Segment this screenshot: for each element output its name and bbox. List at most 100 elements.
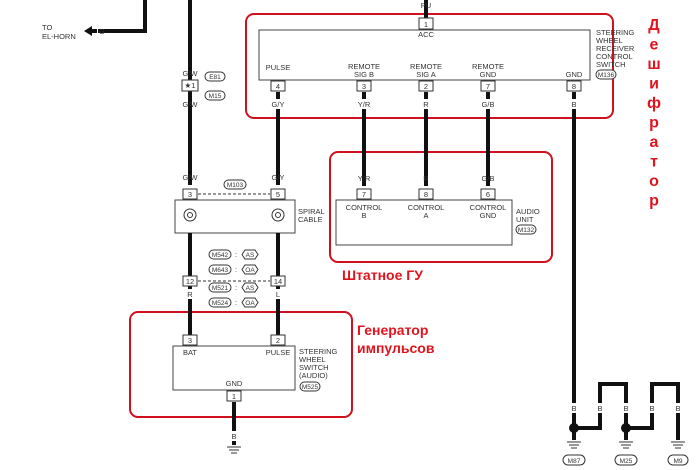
pin-number: 2	[424, 82, 428, 91]
pin-box	[566, 80, 582, 92]
steering-switch-name: STEERING	[299, 347, 338, 356]
horn-wire-color: G	[99, 27, 105, 36]
wire-color: Y/R	[358, 100, 371, 109]
variant-connector: M521	[212, 285, 229, 292]
receiver-pin-4: PULSE 4 G/Y G/Y	[266, 63, 291, 185]
ground-pill	[614, 454, 638, 466]
label-bg	[268, 99, 288, 109]
label-bg	[184, 289, 196, 299]
receiver-pin-label: REMOTE	[472, 62, 504, 71]
ground-icon	[227, 446, 241, 454]
audio-unit-box	[335, 199, 513, 246]
label-bg	[478, 99, 498, 109]
receiver-pin-label: REMOTE	[410, 62, 442, 71]
receiver-box	[258, 29, 591, 81]
receiver-name-line: CONTROL	[596, 52, 633, 61]
acc-pin: 1	[424, 20, 428, 29]
connector-m132: M132	[518, 227, 535, 234]
audio-pin-7: Y/R 7 CONTROL B	[346, 174, 383, 220]
spiral-pin-box	[270, 188, 286, 200]
receiver-pin-3: REMOTE SIG B 3 Y/R	[348, 62, 380, 186]
variant-colon: :	[235, 283, 237, 292]
wire-color-l: L	[276, 290, 280, 299]
wire-color: R	[423, 174, 429, 183]
spiral-pin-right: 5	[276, 190, 280, 199]
pin-box	[182, 334, 198, 346]
wire-color: R	[423, 100, 429, 109]
label-bg	[229, 431, 239, 441]
gnd-label: GND	[226, 379, 243, 388]
connector-m136: M136	[598, 72, 615, 79]
variant-list: M542 : AS M643 : OA M521 : AS M524 : OA	[208, 249, 259, 308]
audio-pin-label: A	[423, 211, 428, 220]
horn-to-label-2: EL-HORN	[42, 32, 76, 41]
pin-box	[270, 80, 286, 92]
ground-pill	[562, 454, 586, 466]
ground-m87: M87	[568, 458, 581, 465]
steering-switch-name: SWITCH	[299, 363, 329, 372]
variant-code: OA	[245, 300, 255, 307]
steering-switch-name: (AUDIO)	[299, 371, 328, 380]
variant-connector: M524	[212, 300, 229, 307]
pin-box	[480, 188, 496, 200]
ground-m25: M25	[620, 458, 633, 465]
receiver-name-line: WHEEL	[596, 36, 623, 45]
horn-to-label: TO	[42, 23, 52, 32]
ground-wire-color: B	[623, 404, 628, 413]
variant-code: AS	[246, 252, 255, 259]
label-bg	[418, 99, 434, 109]
audio-pin-label: CONTROL	[408, 203, 445, 212]
acc-label: ACC	[418, 30, 434, 39]
spiral-cable-name: SPIRAL	[298, 207, 325, 216]
pin-number: 7	[362, 190, 366, 199]
decoder-letter: а	[650, 134, 659, 151]
wire-color: Y/R	[358, 174, 371, 183]
decoder-letter: Д	[648, 17, 660, 34]
variant-connector: M643	[212, 267, 229, 274]
pulse-generator-highlight-frame	[129, 311, 353, 418]
connector-m525: M525	[302, 384, 319, 391]
receiver-pin-7: REMOTE GND 7 G/B	[472, 62, 504, 186]
junction-label: ★1	[185, 81, 196, 90]
wire-color-r: R	[187, 290, 193, 299]
ground-wire-labels: B B B B B	[569, 403, 683, 413]
pin-number: 3	[362, 82, 366, 91]
connector-pill-e81	[204, 71, 226, 82]
connector-pill-m525	[299, 381, 321, 392]
decoder-letter: е	[650, 37, 659, 54]
spiral-bottom-pin-box	[182, 275, 198, 287]
pin-number: 8	[572, 82, 576, 91]
audio-pin-8: R 8 CONTROL A	[408, 174, 445, 220]
left-wire-bottom-color: G/W	[183, 100, 199, 109]
pin-box	[226, 390, 242, 402]
spiral-pin-right-bottom: 14	[274, 277, 282, 286]
audio-pin-label: B	[361, 211, 366, 220]
acc-wire-color: PU	[421, 1, 431, 10]
decoder-letter: о	[649, 173, 659, 190]
ground-pill	[667, 454, 689, 466]
variant-connector: M542	[212, 252, 229, 259]
connector-pill-m15	[204, 90, 226, 101]
variant-colon: :	[235, 298, 237, 307]
audio-unit-name: AUDIO	[516, 207, 540, 216]
label-bg	[354, 99, 374, 109]
connector-e81: E81	[209, 74, 221, 81]
pin-box	[418, 188, 434, 200]
decoder-letter: ф	[647, 95, 661, 112]
wire-color: G/B	[482, 100, 495, 109]
receiver-pin-8: GND 8 B	[566, 70, 583, 425]
steering-switch-name: WHEEL	[299, 355, 326, 364]
receiver-pin-label: PULSE	[266, 63, 291, 72]
gnd-pin: 1	[232, 392, 236, 401]
pin-box	[356, 80, 372, 92]
ground-m9: M9	[673, 458, 682, 465]
audio-pin-6: G/B 6 CONTROL GND	[470, 174, 507, 220]
connector-pill-m136	[595, 69, 617, 80]
ground-wire-color: B	[675, 404, 680, 413]
pin-box	[270, 334, 286, 346]
audio-unit-name: UNIT	[516, 215, 534, 224]
audio-pin-label: GND	[480, 211, 497, 220]
horn-wire	[98, 0, 147, 33]
wire-color: G/B	[482, 174, 495, 183]
